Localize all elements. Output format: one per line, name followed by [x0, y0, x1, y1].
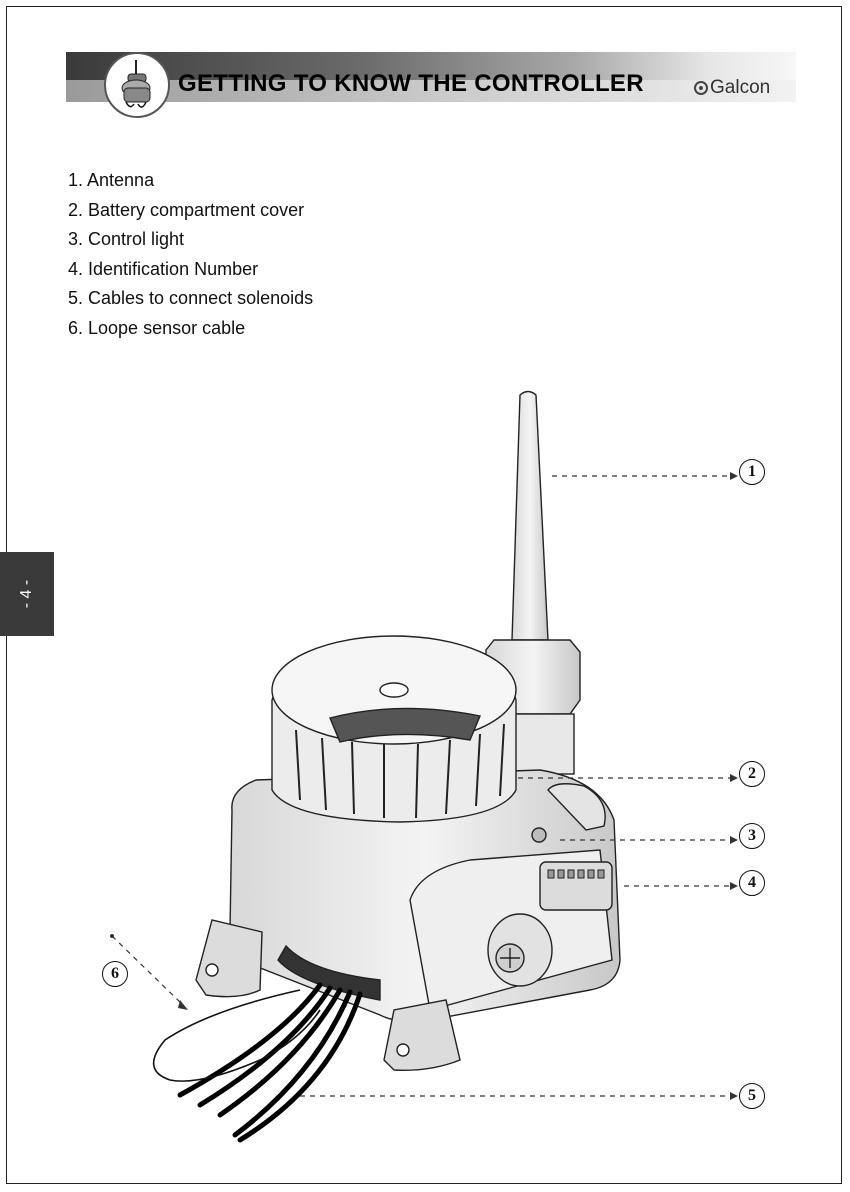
callout-2: 2	[739, 761, 765, 787]
solenoid-cables	[180, 985, 360, 1140]
callout-3: 3	[739, 823, 765, 849]
control-light	[532, 828, 546, 842]
callout-5: 5	[739, 1083, 765, 1109]
callout-4: 4	[739, 870, 765, 896]
mounting-foot	[384, 1000, 460, 1070]
callout-1: 1	[739, 459, 765, 485]
loop-sensor-cable	[154, 990, 320, 1081]
identification-plate	[540, 862, 612, 910]
antenna	[512, 392, 548, 641]
mounting-foot	[196, 920, 262, 997]
callout-6: 6	[102, 961, 128, 987]
